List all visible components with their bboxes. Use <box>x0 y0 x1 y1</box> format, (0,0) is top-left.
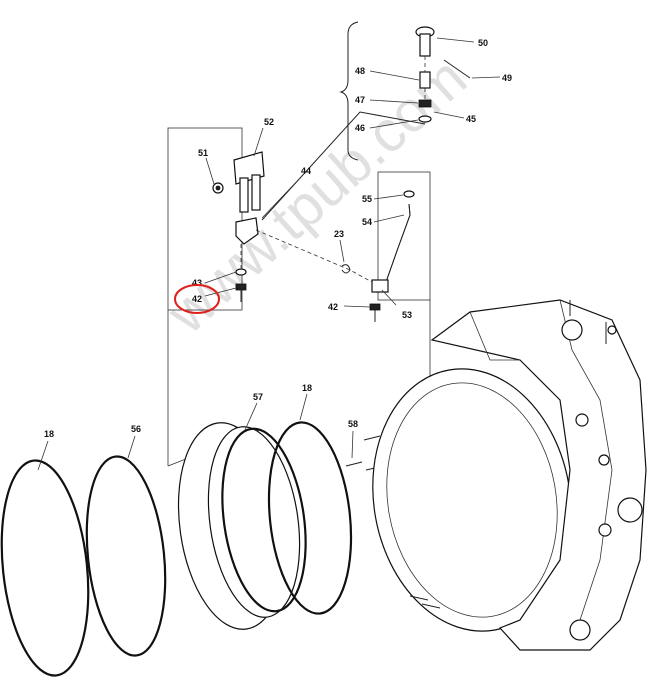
callout-44: 44 <box>301 166 311 176</box>
callout-55: 55 <box>362 194 372 204</box>
tube-assembly <box>341 190 415 322</box>
callout-48: 48 <box>355 66 365 76</box>
callout-49: 49 <box>502 73 512 83</box>
upper-valve-assembly <box>415 26 471 123</box>
callout-54: 54 <box>362 217 372 227</box>
callout-46: 46 <box>355 123 365 133</box>
callout-45: 45 <box>466 114 476 124</box>
leader-lines <box>37 37 501 471</box>
callout-58: 58 <box>348 419 358 429</box>
highlight-circle <box>174 284 220 314</box>
callout-42-highlighted: 42 <box>192 294 202 304</box>
group-bracket <box>339 21 359 161</box>
callout-53: 53 <box>402 310 412 320</box>
callout-57: 57 <box>253 392 263 402</box>
callout-56: 56 <box>131 424 141 434</box>
callout-42: 42 <box>328 302 338 312</box>
sub-assembly-frame <box>167 127 243 311</box>
flywheel-housing <box>372 299 647 651</box>
callout-47: 47 <box>355 95 365 105</box>
callout-18-left: 18 <box>44 429 54 439</box>
callout-18-right: 18 <box>302 383 312 393</box>
callout-50: 50 <box>478 38 488 48</box>
callout-23: 23 <box>334 229 344 239</box>
callout-52: 52 <box>264 117 274 127</box>
callout-51: 51 <box>198 148 208 158</box>
seal-rings <box>0 421 353 677</box>
bracket-assembly <box>212 151 265 302</box>
tube-assembly-frame <box>377 171 431 301</box>
callout-43: 43 <box>192 278 202 288</box>
